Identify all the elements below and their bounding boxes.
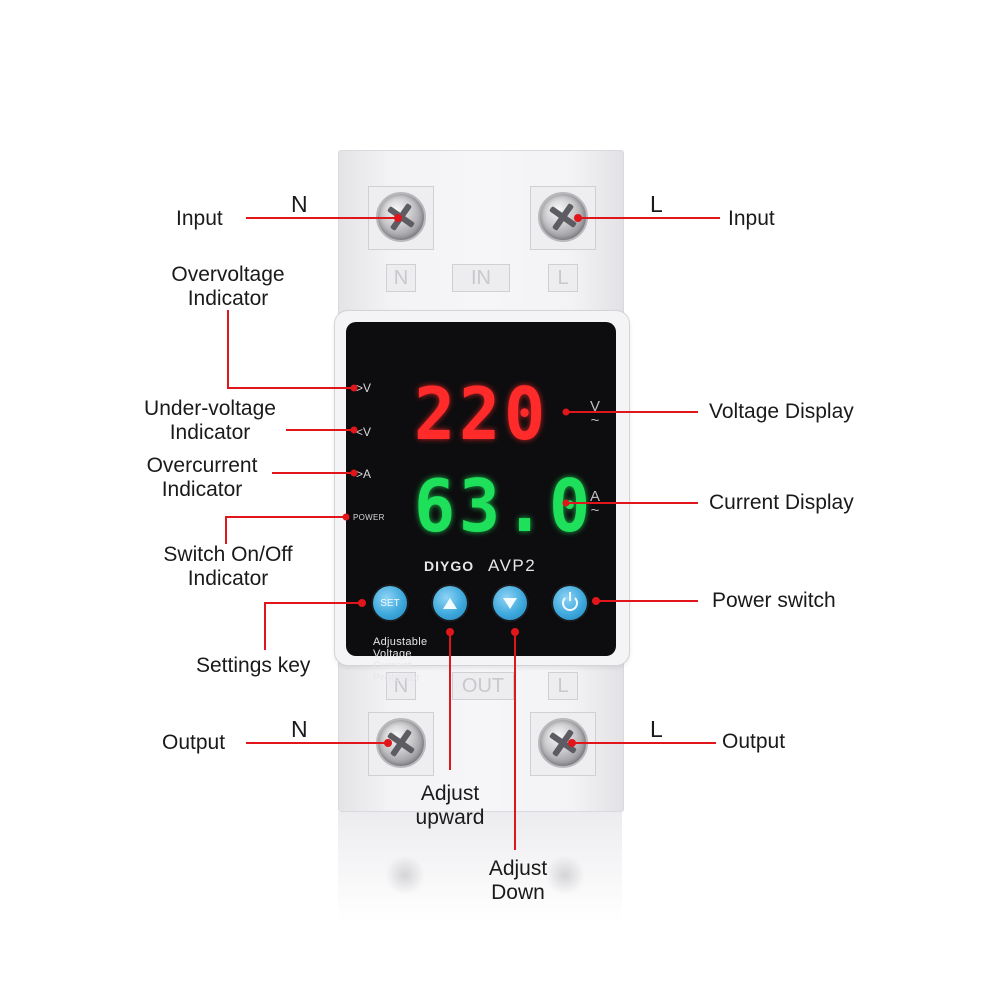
- terminal-label-n: N: [386, 264, 416, 292]
- voltage-unit-letter: V: [589, 398, 600, 415]
- adjust-up-label-line: Adjust: [420, 782, 480, 805]
- voltage-display: 220: [414, 372, 549, 456]
- reflection-screw-icon: [385, 855, 425, 895]
- reflection-screw-icon: [545, 855, 585, 895]
- input-right-label: Input: [728, 207, 775, 230]
- undervoltage-led-label: <V: [356, 425, 372, 439]
- leader-settings: [264, 602, 362, 650]
- ac-symbol: ~: [590, 412, 600, 429]
- leader-dot: [574, 214, 582, 222]
- undervoltage-label-line: Indicator: [169, 421, 251, 444]
- leader-dot: [394, 214, 402, 222]
- leader-dot: [568, 739, 576, 747]
- leader-dot: [562, 408, 570, 416]
- power-button[interactable]: [553, 586, 587, 620]
- overcurrent-label: Overcurrent Indicator: [124, 454, 280, 502]
- leader-dot: [350, 426, 358, 434]
- adjust-up-label: Adjust upward: [400, 782, 500, 830]
- settings-key-label: Settings key: [196, 654, 311, 677]
- leader-dot: [350, 469, 358, 477]
- adjust-down-label: Adjust Down: [468, 857, 568, 905]
- leader-overvoltage: [227, 310, 354, 389]
- output-right-label: Output: [722, 730, 786, 753]
- top-n-label: N: [291, 191, 308, 217]
- leader-dot: [358, 599, 366, 607]
- overvoltage-label-line: Overvoltage: [171, 263, 285, 286]
- power-led-label: POWER: [353, 513, 385, 522]
- device-reflection: [338, 812, 622, 922]
- ac-symbol: ~: [590, 502, 600, 519]
- overcurrent-label-line: Overcurrent: [146, 454, 258, 477]
- undervoltage-label-line: Under-voltage: [144, 397, 276, 420]
- switch-indicator-label-line: Indicator: [187, 567, 269, 590]
- adjust-down-label-line: Down: [491, 881, 545, 904]
- set-button[interactable]: SET: [373, 586, 407, 620]
- leader-dot: [342, 513, 350, 521]
- overvoltage-led-label: >V: [356, 381, 372, 395]
- bottom-n-label: N: [291, 716, 308, 742]
- down-arrow-icon: [503, 597, 517, 609]
- leader-dot: [384, 739, 392, 747]
- current-display-label: Current Display: [709, 491, 854, 514]
- leader-dot: [592, 597, 600, 605]
- voltage-unit: V ~: [588, 398, 602, 429]
- terminal-label-l: L: [548, 264, 578, 292]
- adjust-down-label-line: Adjust: [488, 857, 548, 880]
- device-subtitle: Adjustable Voltage Current Protector: [373, 636, 428, 684]
- terminal-label-l: L: [548, 672, 578, 700]
- bottom-l-label: L: [650, 716, 663, 742]
- overvoltage-label: Overvoltage Indicator: [140, 263, 316, 311]
- power-icon: [562, 592, 578, 611]
- leader-dot: [511, 628, 519, 636]
- leader-dot: [446, 628, 454, 636]
- adjust-up-label-line: upward: [415, 806, 485, 829]
- top-l-label: L: [650, 191, 663, 217]
- adjust-down-button[interactable]: [493, 586, 527, 620]
- current-unit: A ~: [588, 488, 602, 519]
- model-name: AVP2: [488, 556, 537, 575]
- up-arrow-icon: [443, 597, 457, 609]
- switch-indicator-label-line: Switch On/Off: [163, 543, 293, 566]
- leader-dot: [350, 384, 358, 392]
- overcurrent-label-line: Indicator: [161, 478, 243, 501]
- terminal-label-n: N: [386, 672, 416, 700]
- current-unit-letter: A: [589, 488, 600, 505]
- undervoltage-label: Under-voltage Indicator: [124, 397, 296, 445]
- power-switch-label: Power switch: [712, 589, 836, 612]
- brand-logo: DIYGO: [424, 558, 475, 574]
- output-left-label: Output: [162, 731, 226, 754]
- input-left-label: Input: [176, 207, 223, 230]
- adjust-up-button[interactable]: [433, 586, 467, 620]
- voltage-display-label: Voltage Display: [709, 400, 854, 423]
- switch-indicator-label: Switch On/Off Indicator: [140, 543, 316, 591]
- current-display: 63.0: [414, 464, 594, 548]
- overcurrent-led-label: >A: [356, 467, 372, 481]
- overvoltage-label-line: Indicator: [187, 287, 269, 310]
- terminal-label-out: OUT: [452, 672, 514, 700]
- set-button-label: SET: [380, 597, 400, 609]
- leader-switch-indicator: [225, 516, 346, 544]
- terminal-label-in: IN: [452, 264, 510, 292]
- leader-dot: [562, 499, 570, 507]
